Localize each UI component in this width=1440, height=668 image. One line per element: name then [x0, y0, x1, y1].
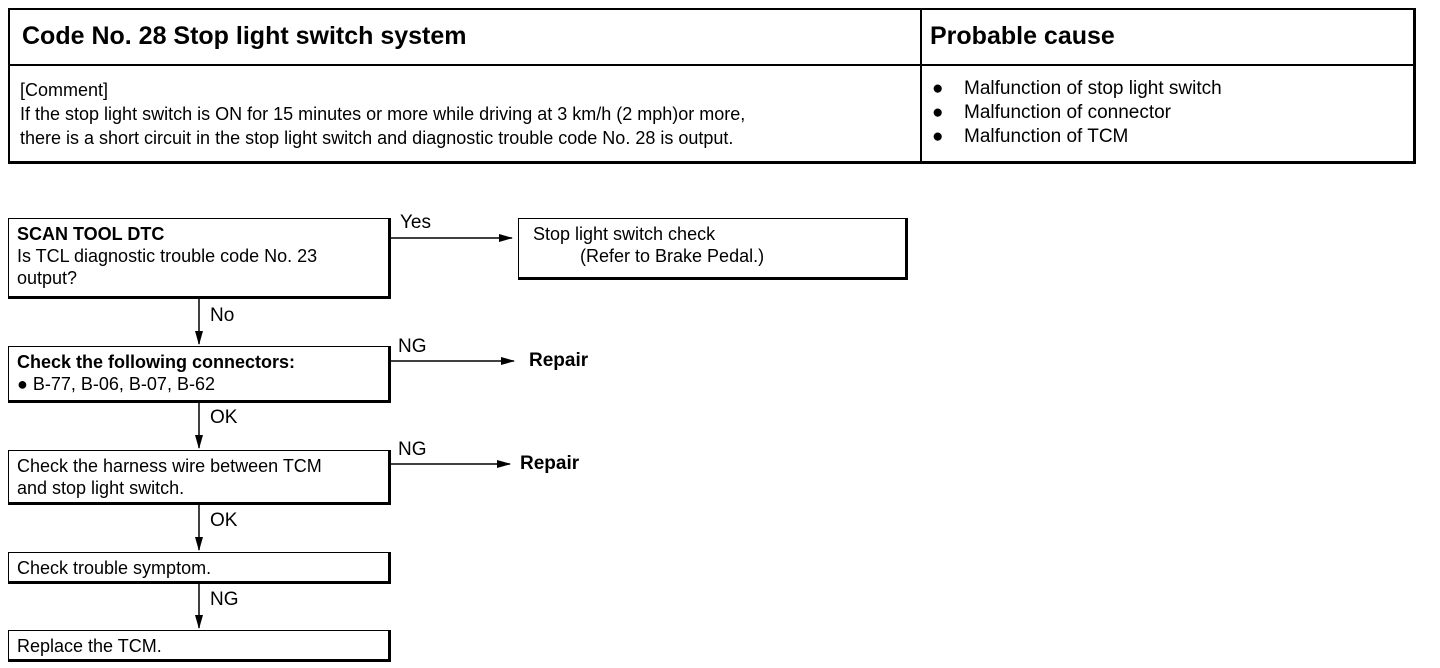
step-text: output?	[17, 268, 78, 288]
scan-tool-dtc-box: SCAN TOOL DTC Is TCL diagnostic trouble …	[8, 218, 391, 299]
yes-label: Yes	[400, 212, 431, 233]
bullet-icon: ●	[932, 102, 944, 123]
repair-label: Repair	[529, 350, 589, 371]
step-text: ● B-77, B-06, B-07, B-62	[17, 374, 215, 394]
cause-item: ●Malfunction of connector	[932, 102, 1172, 123]
ng-label: NG	[398, 439, 427, 460]
ok-label: OK	[210, 407, 238, 428]
step-text: Is TCL diagnostic trouble code No. 23	[17, 246, 318, 266]
ng-label: NG	[398, 336, 427, 357]
replace-tcm-box: Replace the TCM.	[8, 630, 391, 662]
comment-line: there is a short circuit in the stop lig…	[20, 128, 734, 148]
ok-label: OK	[210, 510, 238, 531]
bullet-icon: ●	[932, 126, 944, 147]
cause-item: ●Malfunction of TCM	[932, 126, 1129, 147]
step-text: Replace the TCM.	[17, 636, 162, 656]
no-label: No	[210, 305, 235, 326]
header-table: Code No. 28 Stop light switch system Pro…	[8, 8, 1416, 164]
step-title: Check the following connectors:	[17, 352, 296, 372]
comment-line: [Comment]	[20, 80, 109, 100]
bullet-icon: ●	[932, 78, 944, 99]
probable-cause-list: ●Malfunction of stop light switch ●Malfu…	[922, 66, 1413, 161]
check-trouble-symptom-box: Check trouble symptom.	[8, 552, 391, 584]
probable-cause-heading: Probable cause	[922, 10, 1413, 66]
stop-light-switch-check-box: Stop light switch check (Refer to Brake …	[518, 218, 908, 280]
step-text: Stop light switch check	[533, 224, 716, 244]
repair-label: Repair	[520, 453, 580, 474]
step-text: and stop light switch.	[17, 478, 185, 498]
cause-item: ●Malfunction of stop light switch	[932, 78, 1222, 99]
step-text: Check the harness wire between TCM	[17, 456, 322, 476]
comment-text: [Comment] If the stop light switch is ON…	[10, 66, 922, 161]
ng-label: NG	[210, 589, 239, 610]
comment-line: If the stop light switch is ON for 15 mi…	[20, 104, 746, 124]
step-text: (Refer to Brake Pedal.)	[580, 246, 765, 266]
check-harness-box: Check the harness wire between TCM and s…	[8, 450, 391, 505]
code-title: Code No. 28 Stop light switch system	[10, 10, 922, 66]
step-text: Check trouble symptom.	[17, 558, 212, 578]
step-title: SCAN TOOL DTC	[17, 224, 165, 244]
check-connectors-box: Check the following connectors: ● B-77, …	[8, 346, 391, 403]
